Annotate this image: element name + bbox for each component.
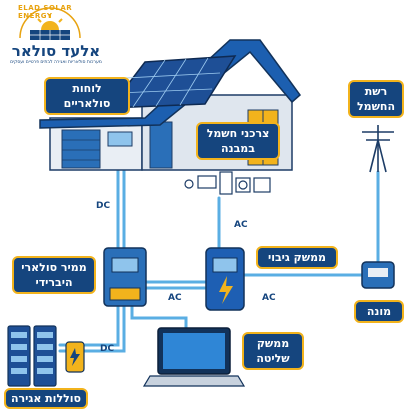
label-control-interface: ממשק שליטה	[242, 332, 304, 370]
battery-rack-icon	[7, 325, 85, 387]
wire-tag-dc-bottom: DC	[100, 344, 115, 354]
logo-arc-text: ELAD SOLAR ENERGY	[18, 4, 73, 20]
fridge-icon	[219, 171, 233, 195]
label-meter-text: מונה	[366, 305, 392, 318]
tv-icon	[197, 175, 217, 189]
label-control-interface-line1: ממשק	[256, 337, 290, 350]
washer-icon	[235, 177, 251, 193]
label-storage-batteries: סוללות אגירה	[4, 388, 88, 409]
backup-unit-icon	[205, 247, 245, 311]
garage-door	[61, 129, 101, 169]
logo-graphic	[19, 7, 81, 40]
logo-subtitle: מערכות סולאריות ואגירה לבתים פרטיים ועסק…	[10, 60, 102, 65]
wire-tag-ac-left: AC	[168, 293, 182, 303]
label-grid: רשת החשמל	[348, 80, 404, 118]
oven-icon	[253, 177, 271, 193]
label-grid-line2: החשמל	[356, 100, 396, 113]
power-pole-icon	[362, 125, 394, 173]
wire-tag-dc-top: DC	[96, 201, 111, 211]
label-solar-panels-text: לוחות סולאריים	[63, 82, 111, 110]
wire-inverter-laptop	[130, 303, 188, 330]
company-logo: ELAD SOLAR ENERGY אלעד סולאר מערכות סולא…	[4, 2, 104, 68]
meter-icon	[361, 261, 395, 289]
label-building-loads: צרכני חשמל במבנה	[196, 122, 280, 160]
label-meter: מונה	[354, 300, 404, 323]
label-backup-interface: ממשק גיבוי	[256, 246, 338, 269]
wire-dc-inverter-battery	[58, 303, 120, 347]
laptop-icon	[142, 327, 246, 387]
label-hybrid-inverter-line1: ממיר סולארי	[21, 261, 87, 274]
label-storage-batteries-text: סוללות אגירה	[10, 392, 82, 405]
lightning-icon	[219, 276, 233, 304]
label-grid-line1: רשת	[364, 85, 388, 98]
label-building-loads-line2: במבנה	[221, 142, 255, 155]
wire-tag-ac-vertical: AC	[234, 220, 248, 230]
label-hybrid-inverter: ממיר סולארי היברידי	[12, 256, 96, 294]
lightbulb-icon	[184, 179, 194, 189]
logo-name: אלעד סולאר	[11, 42, 101, 60]
label-building-loads-line1: צרכני חשמל	[206, 127, 270, 140]
wire-tag-ac-right: AC	[262, 293, 276, 303]
hybrid-inverter-icon	[103, 247, 147, 307]
label-backup-interface-text: ממשק גיבוי	[267, 251, 327, 264]
label-solar-panels: לוחות סולאריים	[44, 77, 130, 115]
appliances-icons	[184, 171, 271, 195]
front-door	[149, 121, 173, 169]
label-hybrid-inverter-line2: היברידי	[35, 276, 73, 289]
label-control-interface-line2: שליטה	[256, 352, 290, 365]
